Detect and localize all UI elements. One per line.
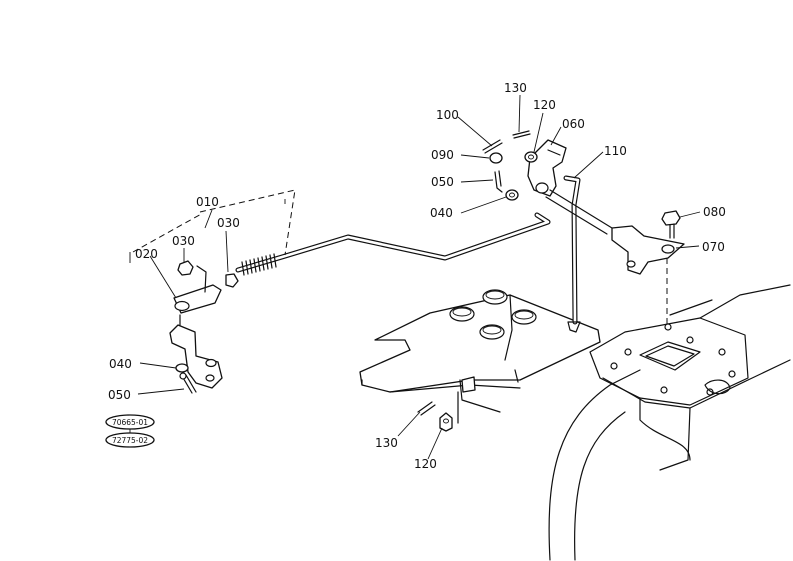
label-030-a: 030 (172, 234, 195, 248)
label-110: 110 (604, 144, 627, 158)
label-050-left: 050 (108, 388, 131, 402)
reference-codes: 70665-01 72775-02 (105, 414, 155, 448)
label-010: 010 (196, 195, 219, 209)
chassis-frame (548, 284, 791, 561)
reference-oval-2 (105, 432, 155, 448)
upper-lever-assembly (417, 130, 685, 432)
label-060: 060 (562, 117, 585, 131)
leader-lines (129, 94, 701, 460)
label-100: 100 (436, 108, 459, 122)
label-020: 020 (135, 247, 158, 261)
label-040-right: 040 (430, 206, 453, 220)
label-050-right: 050 (431, 175, 454, 189)
label-090: 090 (431, 148, 454, 162)
label-040-left: 040 (109, 357, 132, 371)
label-130-bottom: 130 (375, 436, 398, 450)
label-120-top: 120 (533, 98, 556, 112)
floor-plate (359, 289, 601, 413)
reference-code-2: 72775-02 (112, 436, 148, 445)
throttle-rod (132, 189, 551, 276)
part-labels: 010 030 030 020 040 050 130 120 100 060 … (108, 81, 726, 471)
label-070: 070 (702, 240, 725, 254)
label-120-bottom: 120 (414, 457, 437, 471)
label-030-b: 030 (217, 216, 240, 230)
reference-code-1: 70665-01 (112, 418, 148, 427)
label-080: 080 (703, 205, 726, 219)
label-130-top: 130 (504, 81, 527, 95)
left-linkage (169, 260, 239, 394)
